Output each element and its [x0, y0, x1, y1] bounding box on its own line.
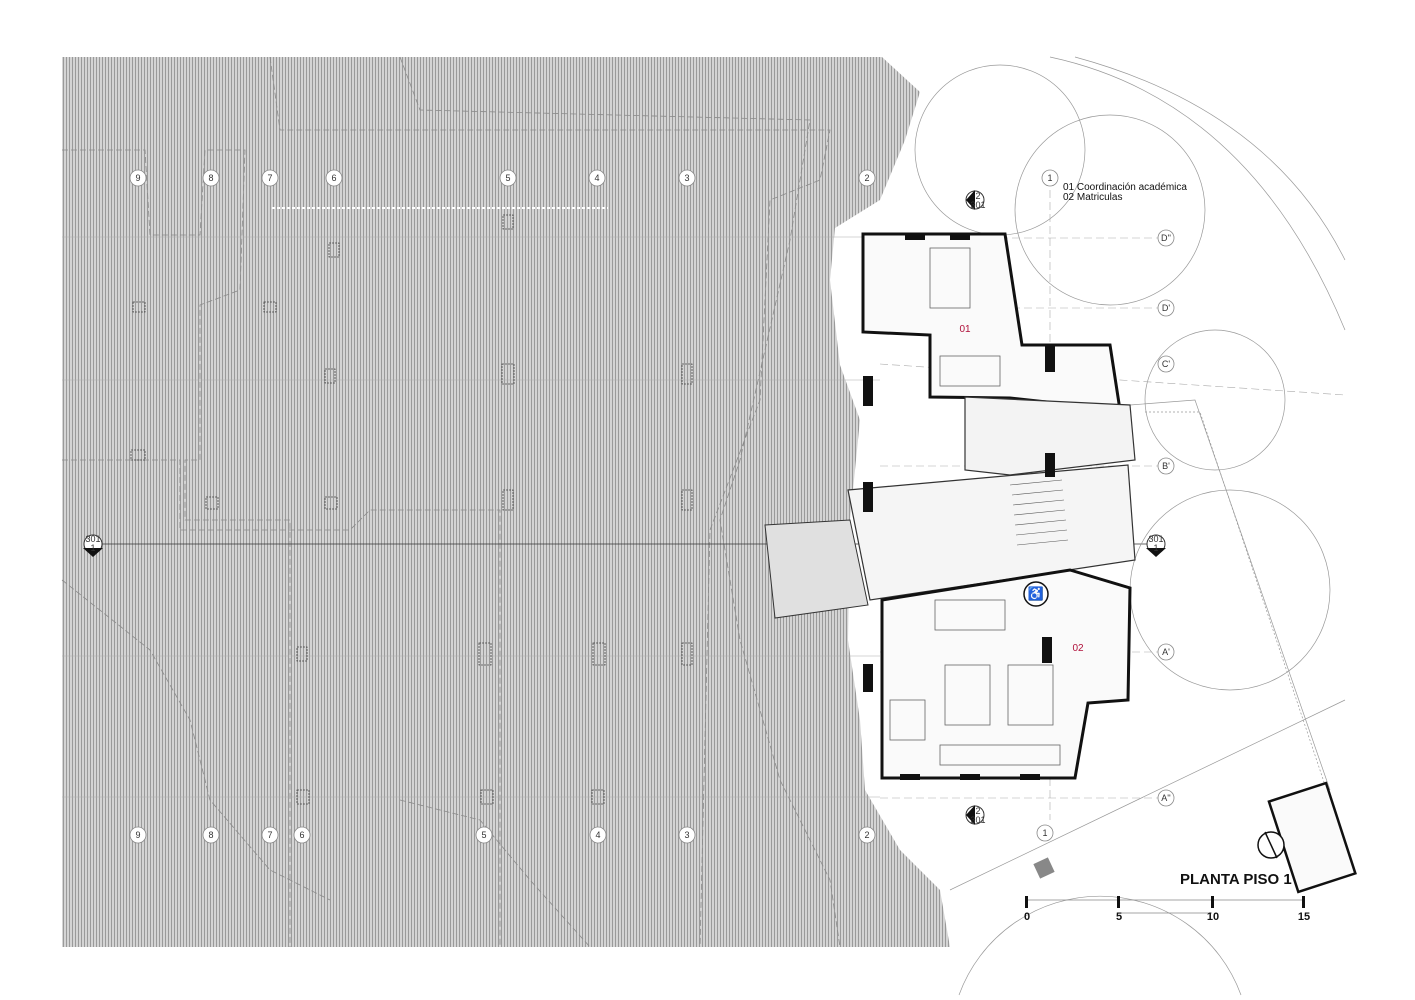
grid-label: 2 [864, 173, 869, 183]
legend-item: 01 Coordinación académica [1063, 182, 1187, 193]
grid-label: 2 [864, 830, 869, 840]
grid-label: 7 [267, 173, 272, 183]
scale-bar: 0 5 10 15 [1024, 896, 1310, 923]
grid-label: 1 [1047, 173, 1052, 183]
grid-label: A' [1162, 647, 1170, 657]
grid-label: 4 [595, 830, 600, 840]
svg-text:2: 2 [975, 191, 980, 201]
room-label-01: 01 [959, 324, 971, 335]
section-markers: 2 301 2 301 301 1 301 1 [83, 190, 1166, 825]
svg-text:301: 301 [970, 200, 985, 210]
scale-tick: 15 [1298, 911, 1310, 923]
grid-label: 1 [1042, 828, 1047, 838]
legend-item: 02 Matriculas [1063, 192, 1122, 203]
svg-text:1: 1 [1153, 543, 1158, 553]
plan-title: PLANTA PISO 1 [1180, 871, 1292, 888]
grid-label: B' [1162, 461, 1170, 471]
svg-text:2: 2 [975, 806, 980, 816]
grid-label: 8 [208, 830, 213, 840]
svg-text:301: 301 [970, 815, 985, 825]
svg-text:♿: ♿ [1028, 586, 1044, 601]
grid-markers: 9 8 7 6 5 4 3 2 1 9 8 7 6 5 4 3 2 1 D'' … [129, 169, 1175, 844]
grid-label: 3 [684, 173, 689, 183]
grid-label: C' [1162, 359, 1170, 369]
svg-text:1: 1 [90, 543, 95, 553]
grid-label: 9 [135, 173, 140, 183]
grid-label: 4 [594, 173, 599, 183]
north-arrow-icon [1257, 831, 1285, 859]
grid-label: 6 [331, 173, 336, 183]
hatched-terrain [62, 57, 950, 947]
accessibility-icon [1023, 581, 1049, 607]
svg-text:301: 301 [1148, 534, 1163, 544]
grid-label: D'' [1161, 233, 1171, 243]
building: ♿ 01 02 [764, 232, 1136, 780]
grid-label: 9 [135, 830, 140, 840]
scale-tick: 0 [1024, 911, 1030, 923]
grid-label: 8 [208, 173, 213, 183]
grid-label: 6 [299, 830, 304, 840]
contour-lines [61, 56, 841, 948]
grid-label: 5 [505, 173, 510, 183]
svg-text:301: 301 [85, 534, 100, 544]
columns [130, 214, 693, 805]
grid-label: 5 [481, 830, 486, 840]
grid-label: D' [1162, 303, 1170, 313]
building-outline-north [861, 232, 1122, 412]
grid-label: A'' [1161, 793, 1171, 803]
scale-tick: 10 [1207, 911, 1219, 923]
room-label-02: 02 [1072, 643, 1084, 654]
stair-core [847, 464, 1136, 601]
grid-label: 3 [684, 830, 689, 840]
scale-tick: 5 [1116, 911, 1122, 923]
grid-label: 7 [267, 830, 272, 840]
building-outline-south [880, 568, 1132, 780]
